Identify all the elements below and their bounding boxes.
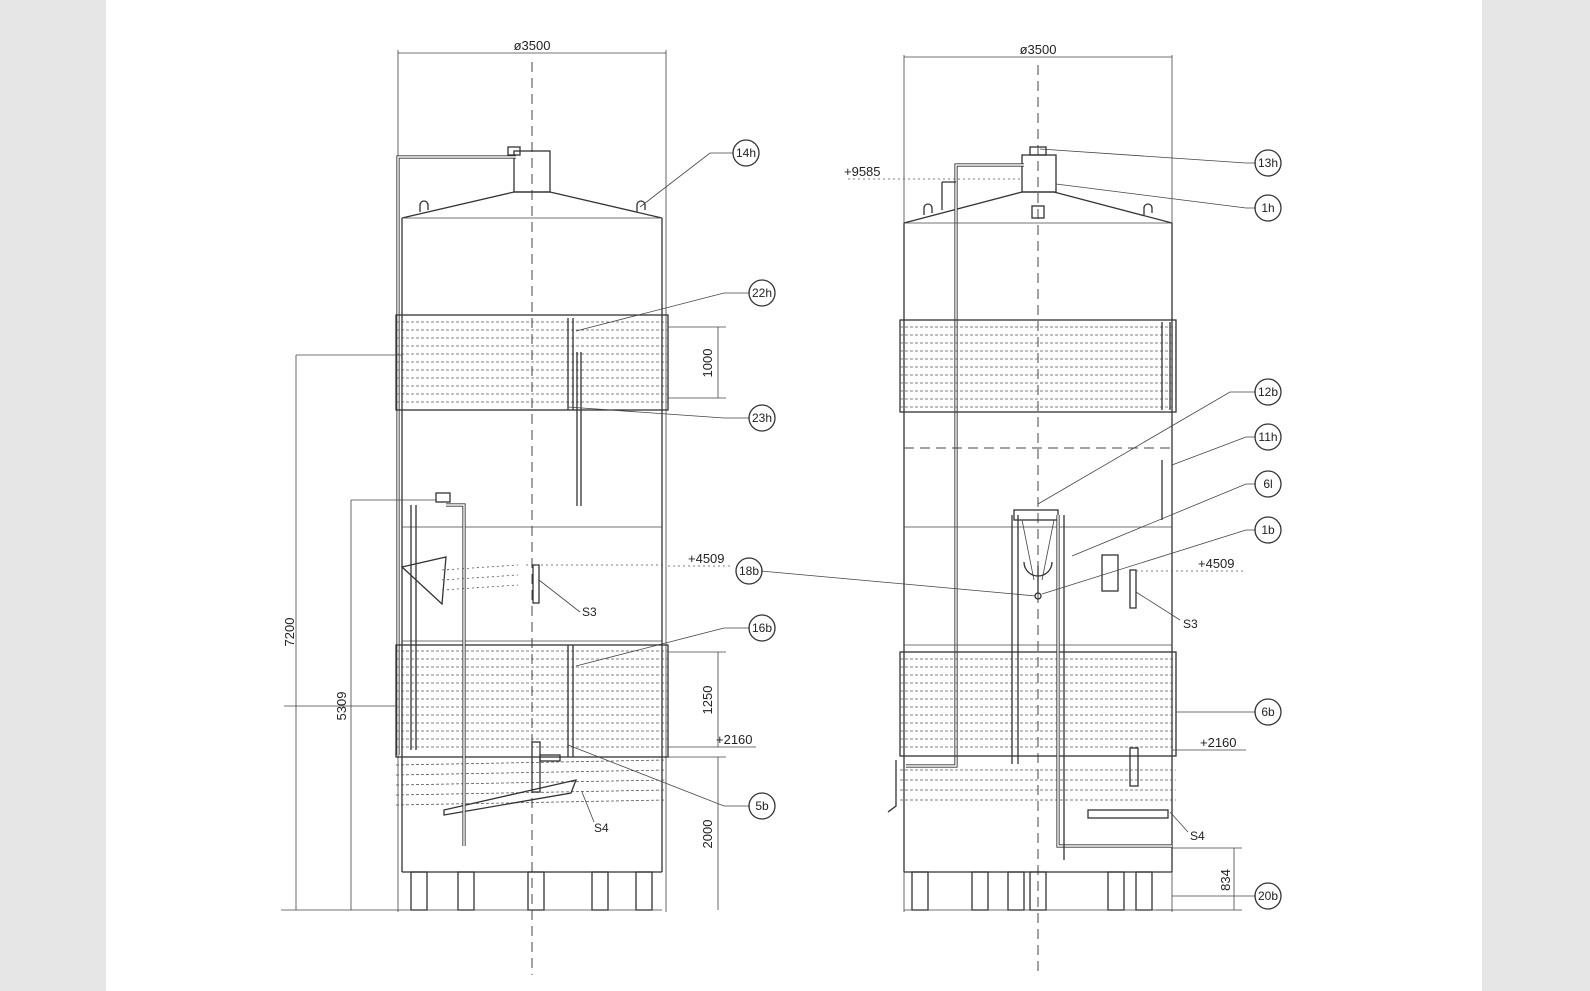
right-tank: ø3500 +9585: [735, 42, 1282, 975]
svg-text:20b: 20b: [1258, 889, 1278, 903]
callout-11h: 11h: [1254, 423, 1282, 451]
callout-1b: 1b: [1254, 516, 1282, 544]
right-level-top: +9585: [844, 164, 881, 179]
left-sensor-s4: S4: [594, 821, 609, 835]
callout-20b: 20b: [1254, 882, 1282, 910]
svg-text:1b: 1b: [1261, 523, 1275, 537]
svg-text:6b: 6b: [1261, 705, 1275, 719]
svg-text:23h: 23h: [752, 411, 772, 425]
svg-text:6l: 6l: [1263, 477, 1272, 491]
callout-12b: 12b: [1254, 378, 1282, 406]
left-lower-jacket-dim: 1250: [700, 686, 715, 715]
svg-text:11h: 11h: [1258, 430, 1277, 444]
drawing-sheet: ø3500: [106, 0, 1482, 991]
svg-text:13h: 13h: [1258, 156, 1278, 170]
callout-23h: 23h: [748, 404, 776, 432]
left-sensor-s3: S3: [582, 605, 597, 619]
right-level-lower: +2160: [1200, 735, 1237, 750]
right-diameter-label: ø3500: [1020, 42, 1057, 57]
right-level-upper: +4509: [1198, 556, 1235, 571]
svg-text:16b: 16b: [752, 621, 772, 635]
right-leg-height-dim: 834: [1218, 869, 1233, 891]
svg-text:14h: 14h: [736, 146, 756, 160]
left-base-height-dim: 2000: [700, 820, 715, 849]
svg-text:1h: 1h: [1261, 201, 1274, 215]
svg-text:5b: 5b: [755, 799, 769, 813]
right-sensor-s3: S3: [1183, 617, 1198, 631]
technical-drawing: ø3500: [281, 38, 1282, 975]
left-upper-jacket-dim: 1000: [700, 349, 715, 378]
left-total-height-dim: 7200: [282, 618, 297, 647]
left-diameter-label: ø3500: [514, 38, 551, 53]
callout-22h: 22h: [748, 279, 776, 307]
callout-16b: 16b: [748, 614, 776, 642]
left-level-upper: +4509: [688, 551, 725, 566]
svg-text:22h: 22h: [752, 286, 772, 300]
left-level-lower: +2160: [716, 732, 753, 747]
callout-13h: 13h: [1254, 149, 1282, 177]
callout-6l: 6l: [1254, 470, 1282, 498]
callout-14h: 14h: [732, 139, 760, 167]
svg-text:18b: 18b: [739, 564, 759, 578]
callout-6b: 6b: [1254, 698, 1282, 726]
callout-18b: 18b: [735, 557, 763, 585]
left-tank: ø3500: [281, 38, 776, 975]
callout-5b: 5b: [748, 792, 776, 820]
right-sensor-s4: S4: [1190, 829, 1205, 843]
left-mid-height-dim: 5309: [334, 692, 349, 721]
callout-1h: 1h: [1254, 194, 1282, 222]
svg-text:12b: 12b: [1258, 385, 1278, 399]
